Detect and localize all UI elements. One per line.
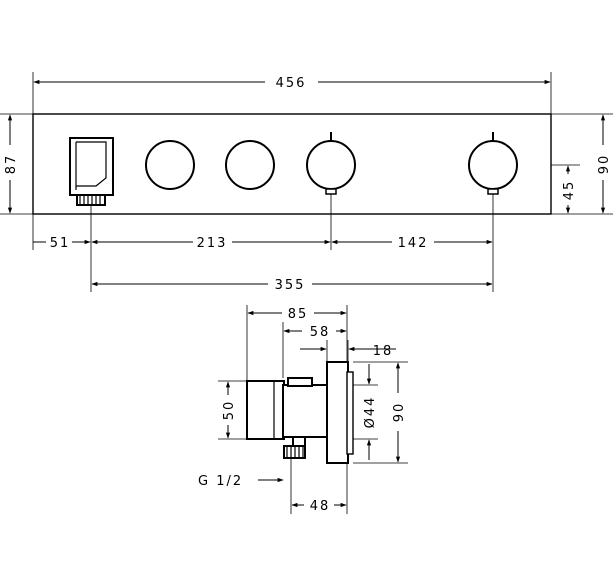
- faceplate: [32, 113, 552, 215]
- dim-58: 58: [310, 325, 331, 340]
- dim-213: 213: [197, 236, 228, 251]
- thread-label: G 1/2: [198, 474, 243, 489]
- dim-50: 50: [222, 400, 237, 421]
- thread-fitting-icon: [283, 445, 306, 459]
- button-1: [145, 140, 195, 190]
- dim-355: 355: [275, 278, 306, 293]
- dim-18: 18: [373, 344, 394, 359]
- dim-87: 87: [4, 154, 19, 175]
- hose-outlet-icon: [69, 137, 114, 206]
- dim-51: 51: [50, 236, 71, 251]
- wall-body: [246, 377, 328, 448]
- dim-85: 85: [288, 307, 309, 322]
- dim-dia-44: Ø44: [363, 396, 378, 429]
- dim-90-side: 90: [392, 402, 407, 423]
- button-2: [225, 140, 275, 190]
- knob-1: [306, 132, 356, 195]
- dim-48: 48: [310, 499, 331, 514]
- knob-2: [468, 132, 518, 195]
- knob-side: [346, 371, 354, 455]
- dim-142: 142: [398, 236, 429, 251]
- side-view: 85 58 18 50 Ø44 90 G 1/2: [198, 305, 408, 514]
- dim-90-front: 90: [597, 154, 612, 175]
- dim-45: 45: [562, 180, 577, 201]
- dim-456: 456: [276, 76, 307, 91]
- faceplate-side: [326, 361, 349, 464]
- front-view: 456 87 90 45 51 213 142: [0, 72, 613, 293]
